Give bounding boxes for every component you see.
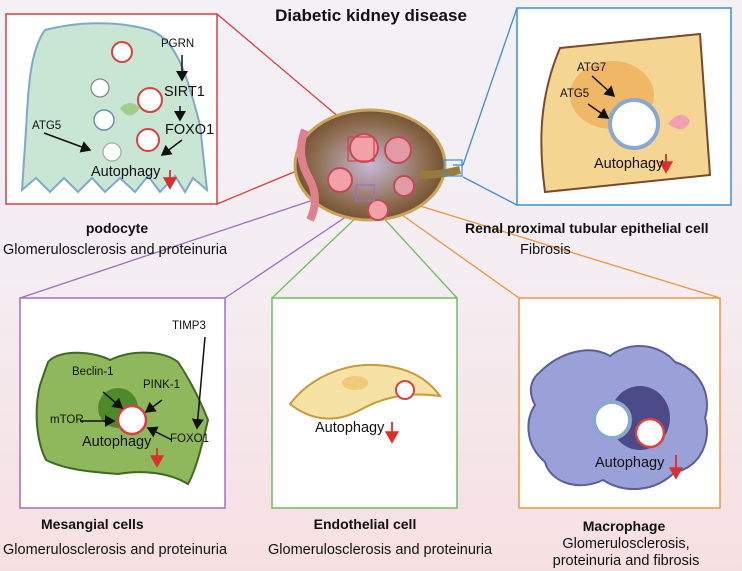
label-autophagy-endothelial: Autophagy <box>315 420 385 436</box>
label-atg5-tubular: ATG5 <box>560 88 590 100</box>
macrophage-outcome-line2: proteinuria and fibrosis <box>552 553 700 569</box>
podocyte-vesicles <box>90 41 163 162</box>
label-pink1: PINK-1 <box>143 379 181 391</box>
mesangial-name: Mesangial cells <box>41 516 144 532</box>
label-mtor: mTOR <box>50 414 84 426</box>
macrophage-autophagosome <box>592 400 632 440</box>
endothelial-cell <box>288 363 443 420</box>
tubular-arrows <box>587 75 674 174</box>
label-autophagy-podocyte: Autophagy <box>91 164 161 180</box>
macrophage-lysosome <box>634 417 666 449</box>
endothelial-nucleus <box>342 376 368 390</box>
label-autophagy-mesangial: Autophagy <box>82 434 152 450</box>
mesangial-arrows <box>80 336 206 468</box>
macrophage-outcome-line1: Glomerulosclerosis, <box>562 536 690 552</box>
kidney-glomerulus-illustration <box>293 108 463 222</box>
tubular-mitochondrion <box>668 114 690 130</box>
label-foxo1-mesangial: FOXO1 <box>170 433 209 445</box>
diagram-title: Diabetic kidney disease <box>275 6 467 25</box>
label-autophagy-macrophage: Autophagy <box>595 455 665 471</box>
label-pgrn: PGRN <box>161 38 195 50</box>
tubular-name: Renal proximal tubular epithelial cell <box>465 220 709 236</box>
tubular-outcome: Fibrosis <box>520 242 571 258</box>
endothelial-autophagosome <box>395 380 415 400</box>
podocyte-outcome: Glomerulosclerosis and proteinuria <box>3 242 228 258</box>
label-atg5-podocyte: ATG5 <box>32 120 62 132</box>
mesangial-outcome: Glomerulosclerosis and proteinuria <box>3 542 228 558</box>
label-autophagy-tubular: Autophagy <box>594 156 664 172</box>
podocyte-arrows <box>43 55 188 190</box>
podocyte-cell <box>20 22 209 194</box>
label-atg7: ATG7 <box>577 62 607 74</box>
mesangial-autophagosome <box>116 404 148 436</box>
label-timp3: TIMP3 <box>172 320 206 332</box>
tubular-autophagosome <box>608 98 660 150</box>
endothelial-name: Endothelial cell <box>313 516 417 532</box>
podocyte-name: podocyte <box>85 220 149 236</box>
label-sirt1: SIRT1 <box>164 84 205 100</box>
endothelial-outcome: Glomerulosclerosis and proteinuria <box>268 542 493 558</box>
macrophage-name: Macrophage <box>582 518 666 534</box>
label-beclin1: Beclin-1 <box>72 366 114 378</box>
label-foxo1-podocyte: FOXO1 <box>165 122 215 138</box>
